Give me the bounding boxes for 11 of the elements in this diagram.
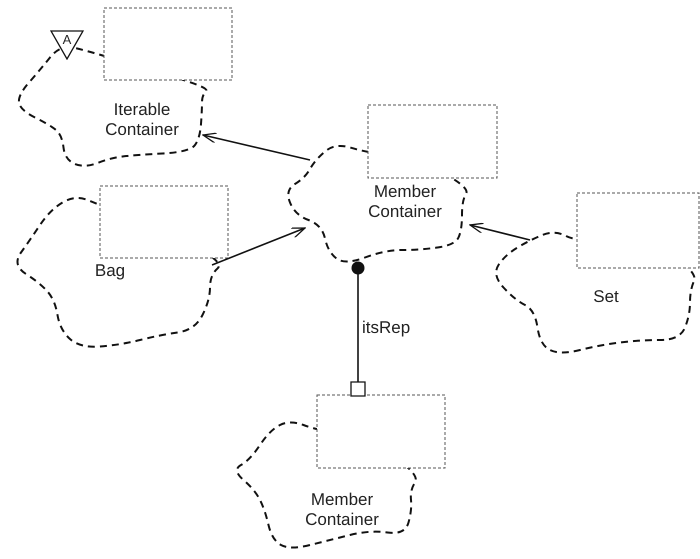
class-name: Bag <box>94 261 126 281</box>
class-name: Iterable Container <box>104 100 180 140</box>
inheritance-arrow <box>212 227 306 266</box>
class-name: Set <box>592 287 620 307</box>
association-line <box>350 262 366 397</box>
inheritance-arrow <box>202 132 310 161</box>
class-name: Member Container <box>367 182 443 222</box>
class-name: Member Container <box>304 490 380 530</box>
inheritance-arrow <box>469 222 530 241</box>
edge-label: itsRep <box>362 318 410 338</box>
abstract-adornment: A <box>50 30 84 60</box>
